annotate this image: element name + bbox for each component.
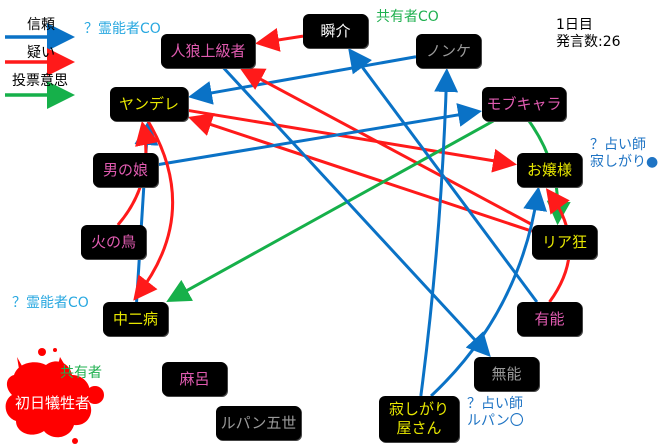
- edge-vote-mob-to-chuni: [166, 119, 495, 303]
- node-sabishi[interactable]: 寂しがり 屋さん: [379, 396, 459, 442]
- annotation-seer-2: ？占い師 ルパン〇: [467, 396, 524, 429]
- node-jinro[interactable]: 人狼上級者: [161, 34, 255, 68]
- edge-trust-otoko-to-mob: [157, 103, 483, 167]
- edge-trust-nonke-to-yandere: [187, 55, 417, 105]
- annotation-shared: 共有者: [60, 365, 102, 381]
- annotation-medium-co-1: ？霊能者CO: [84, 21, 161, 37]
- node-nonke[interactable]: ノンケ: [416, 34, 481, 68]
- node-first-day-victim[interactable]: 初日犠牲者: [14, 393, 90, 412]
- node-hinotori[interactable]: 火の鳥: [81, 225, 146, 259]
- annotation-seer-1: ？占い師 寂しがり●: [590, 137, 659, 170]
- node-chuni[interactable]: 中二病: [103, 302, 168, 336]
- legend-label-trust: 信頼: [27, 17, 55, 33]
- node-maro[interactable]: 麻呂: [162, 362, 227, 396]
- edge-trust-jinro-to-muno: [222, 66, 491, 358]
- post-count: 発言数:26: [556, 34, 621, 50]
- node-muno[interactable]: 無能: [474, 357, 539, 391]
- node-ojou[interactable]: お嬢様: [517, 153, 582, 187]
- annotation-medium-co-2: ？霊能者CO: [12, 295, 89, 311]
- edge-trust-sabishi-to-ojou: [430, 186, 548, 398]
- edge-doubt-yandere-to-ojou: [187, 108, 518, 173]
- edge-trust-sabishi-to-nonke: [419, 67, 459, 397]
- edge-doubt-shunsuke-to-jinro: [255, 28, 304, 52]
- edge-doubt-yandere-to-chuni: [133, 120, 175, 301]
- node-riakyo[interactable]: リア狂: [532, 225, 597, 259]
- edge-doubt-riakyo-to-jinro: [239, 67, 534, 227]
- annotation-shared-co: 共有者CO: [376, 9, 439, 25]
- legend-label-doubt: 疑い: [27, 45, 55, 61]
- node-otoko[interactable]: 男の娘: [93, 153, 158, 187]
- node-lupin[interactable]: ルパン五世: [216, 406, 301, 440]
- node-yuno[interactable]: 有能: [517, 302, 582, 336]
- blood-splat-icon: [5, 348, 104, 444]
- node-mob[interactable]: モブキャラ: [482, 87, 566, 121]
- edge-trust-yuno-to-shunsuke: [348, 47, 539, 303]
- edge-doubt-riakyo-to-yandere: [187, 113, 533, 233]
- legend-label-vote: 投票意思: [12, 73, 68, 89]
- node-shunsuke[interactable]: 瞬介: [303, 14, 368, 48]
- day-label: 1日目: [556, 17, 593, 33]
- node-yandere[interactable]: ヤンデレ: [110, 87, 188, 121]
